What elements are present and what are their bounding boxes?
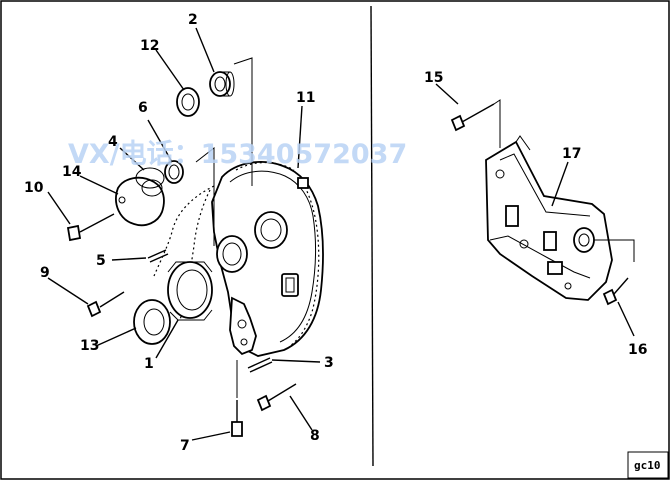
oil-seal-bottom-edge (169, 309, 213, 321)
label-part-8: 8 (310, 428, 320, 444)
bolt-7 (231, 360, 243, 437)
watermark-text: VX/电话：15340572037 (68, 139, 407, 170)
label-part-12: 12 (140, 38, 159, 54)
housing-bore-lower (216, 235, 248, 273)
support-bracket (485, 140, 613, 301)
housing-edge-texture (289, 177, 320, 347)
bracket-hole-mid (519, 239, 529, 249)
label-part-10: 10 (24, 180, 44, 196)
bracket-slot-1 (505, 205, 519, 227)
panel-divider (370, 5, 374, 467)
label-part-6: 6 (138, 100, 148, 116)
flange-hole-upper (237, 319, 247, 329)
housing-bore-lower-inner (222, 242, 242, 266)
label-part-4: 4 (108, 134, 118, 150)
label-part-7: 7 (180, 438, 190, 454)
housing-inner-rim (229, 170, 317, 343)
housing-bore-upper-inner (260, 218, 282, 242)
bracket-top-lip (515, 135, 531, 151)
label-part-13: 13 (80, 338, 99, 354)
bracket-hole-bottom (564, 282, 572, 290)
bolt-15 (450, 99, 501, 148)
align-line-oring (195, 146, 215, 246)
bore-align-line (594, 239, 635, 262)
bolt-9 (86, 291, 125, 318)
label-part-1: 1 (144, 356, 154, 372)
oil-seal-top-edge (167, 261, 213, 273)
dowel-5 (147, 249, 169, 263)
part-labels: 2 12 11 6 4 14 10 5 9 13 1 3 8 7 15 17 1… (24, 12, 647, 454)
housing-boss (281, 273, 299, 297)
gasket-outline-2 (153, 185, 215, 277)
o-ring (164, 160, 184, 184)
bushing-sides (220, 71, 230, 97)
bracket-hole-top (495, 169, 505, 179)
housing-top-texture (235, 161, 295, 171)
cover-plate-hole (118, 196, 126, 204)
label-part-5: 5 (96, 253, 106, 269)
bracket-slot-2 (543, 231, 557, 251)
label-part-9: 9 (40, 265, 50, 281)
bracket-bore (573, 227, 595, 253)
bushing-back (225, 71, 235, 97)
crank-seal-inner (143, 308, 165, 336)
oil-seal-housing-inner (176, 269, 208, 311)
bolt-8 (256, 383, 297, 412)
support-bracket-assembly (450, 99, 635, 306)
bolt-10 (66, 213, 115, 242)
align-line-bushing (233, 57, 253, 186)
cover-gasket (135, 167, 165, 189)
housing-bottom-flange (229, 296, 257, 356)
housing-boss-inner (285, 277, 295, 293)
label-part-14: 14 (62, 164, 82, 180)
bolt-16 (602, 277, 629, 306)
bracket-slot-3 (547, 261, 563, 275)
o-ring-inner (168, 164, 180, 180)
cover-plate-flange (141, 179, 163, 197)
figure-code-box (627, 451, 669, 479)
label-part-17: 17 (562, 146, 581, 162)
label-part-16: 16 (628, 342, 647, 358)
bushing-inner (214, 76, 226, 92)
bracket-bore-inner (578, 233, 590, 247)
dowel-3 (247, 357, 273, 373)
label-part-11: 11 (296, 90, 315, 106)
leader-lines-right (435, 83, 635, 337)
bearing-seal (176, 87, 200, 117)
gear-cover-assembly (66, 57, 324, 437)
bracket-base-edge (489, 235, 591, 279)
label-part-2: 2 (188, 12, 198, 28)
figure-code: gc10 (634, 459, 661, 472)
leader-lines-left (47, 27, 321, 441)
bracket-rib-top (499, 153, 591, 217)
label-part-15: 15 (424, 70, 443, 86)
crank-seal (133, 299, 171, 345)
label-part-3: 3 (324, 355, 334, 371)
housing-lug (297, 177, 309, 189)
housing-bore-upper (254, 211, 288, 249)
flange-hole-lower (240, 338, 248, 346)
access-cover-plate (115, 176, 165, 227)
bearing-seal-inner (181, 93, 195, 111)
